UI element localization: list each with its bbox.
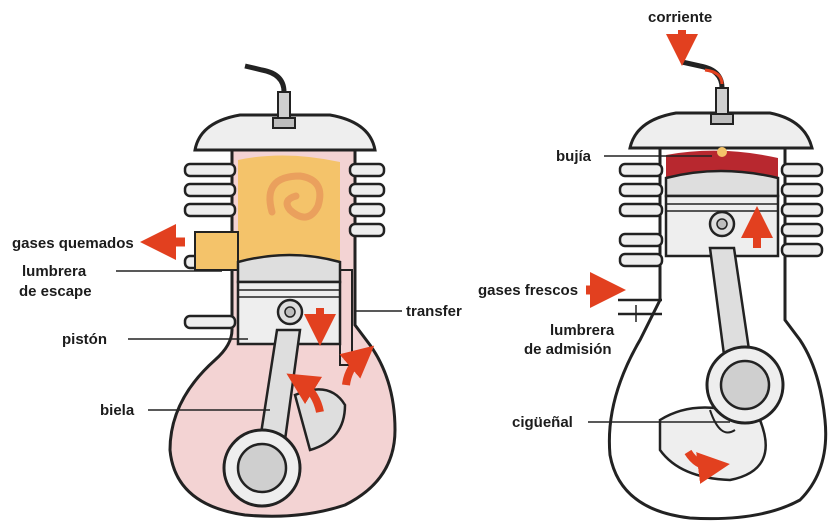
label-lumbrera-admision-2: de admisión: [524, 341, 612, 358]
engine-right-piston: [666, 171, 778, 256]
engine-left: gases quemados lumbrera de escape pistón…: [12, 66, 462, 516]
label-lumbrera-escape-2: de escape: [19, 283, 92, 300]
label-bujia: bujía: [556, 148, 592, 165]
label-gases-frescos: gases frescos: [478, 282, 578, 299]
label-lumbrera-escape-1: lumbrera: [22, 263, 87, 280]
engine-right: corriente bujía gases frescos lumbrera d…: [478, 9, 826, 519]
label-transfer: transfer: [406, 303, 462, 320]
engine-right-fins-left: [620, 164, 662, 266]
label-gases-quemados: gases quemados: [12, 235, 134, 252]
label-piston: pistón: [62, 331, 107, 348]
engine-right-spark: [717, 147, 727, 157]
label-biela: biela: [100, 402, 135, 419]
label-lumbrera-admision-1: lumbrera: [550, 322, 615, 339]
engine-right-fins-right: [782, 164, 822, 256]
label-ciguenal: cigüeñal: [512, 414, 573, 431]
engine-left-exhaust-port: [195, 232, 238, 270]
engine-left-transfer-channel: [340, 270, 352, 365]
label-corriente: corriente: [648, 9, 712, 26]
